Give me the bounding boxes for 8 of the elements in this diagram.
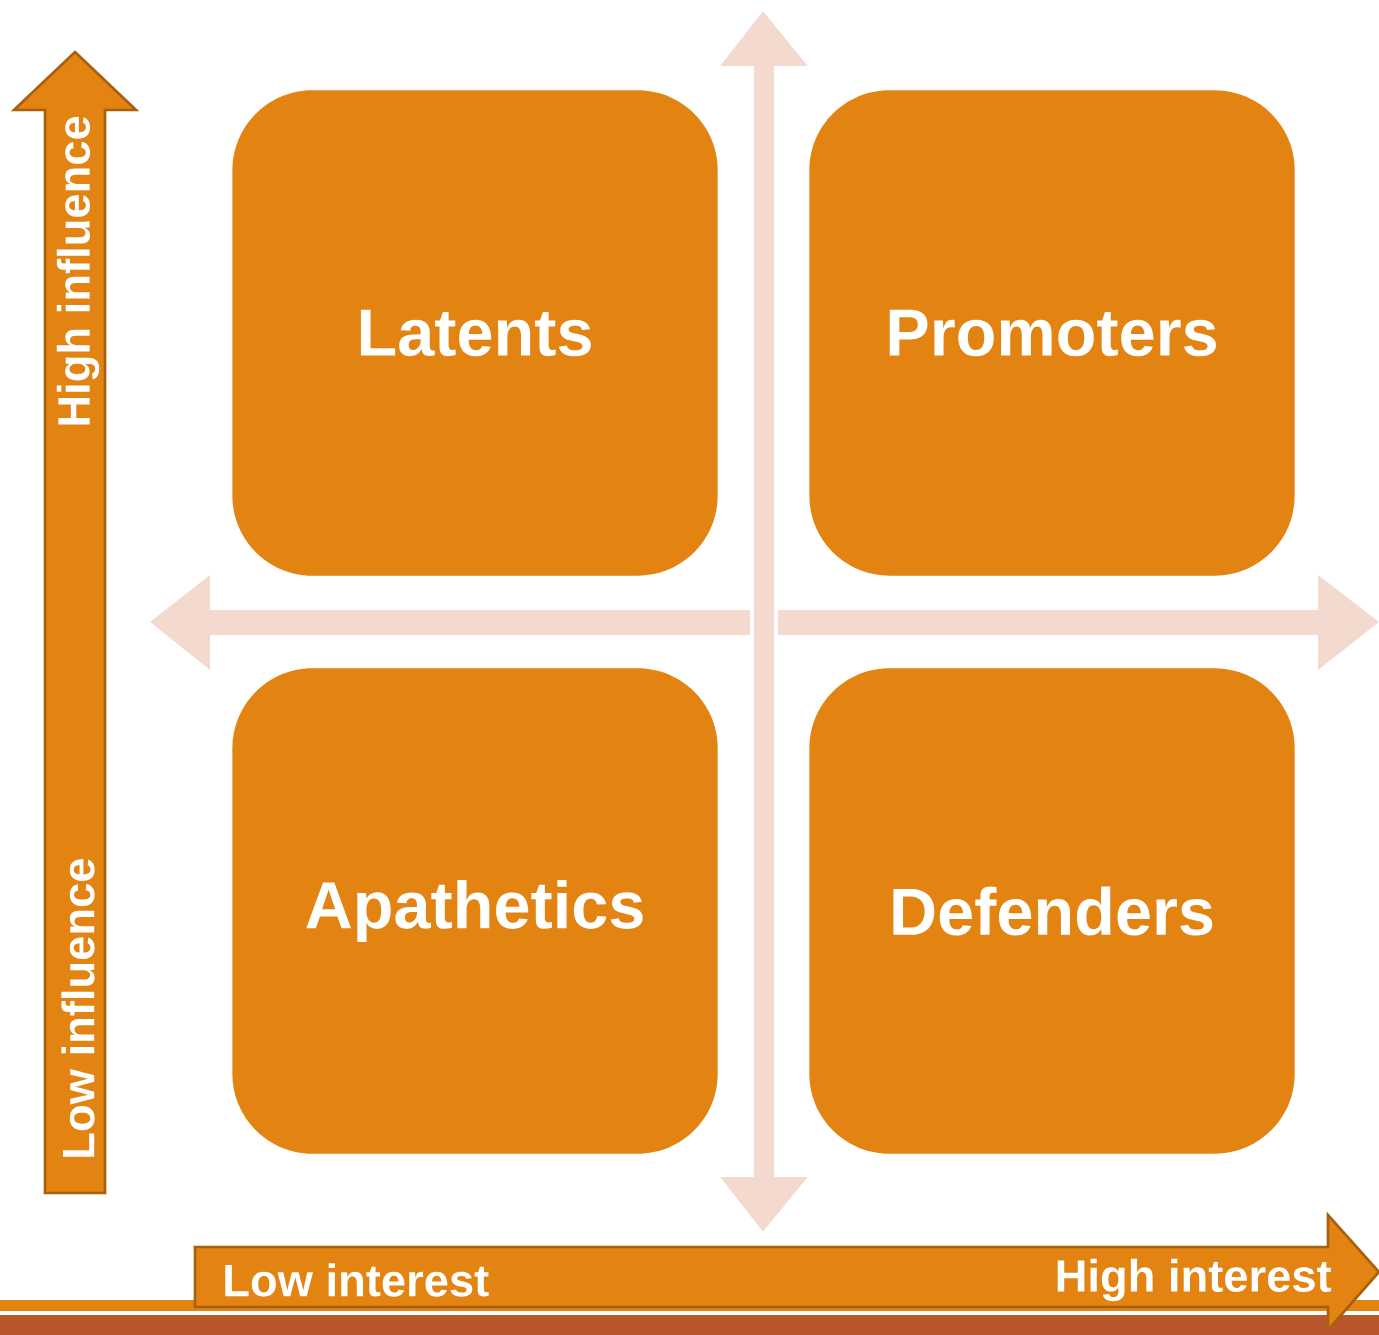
axis-label: High interest bbox=[1057, 1258, 1332, 1302]
quadrant-box: Apathetics bbox=[232, 668, 718, 1154]
axis-label: Low influence bbox=[61, 859, 95, 1157]
quadrant-box: Promoters bbox=[809, 90, 1295, 576]
axis-label: Low interest bbox=[225, 1263, 489, 1297]
quadrant-box: Latents bbox=[232, 90, 718, 576]
quadrant-box: Defenders bbox=[809, 668, 1295, 1154]
axis-label: High influence bbox=[56, 116, 100, 425]
